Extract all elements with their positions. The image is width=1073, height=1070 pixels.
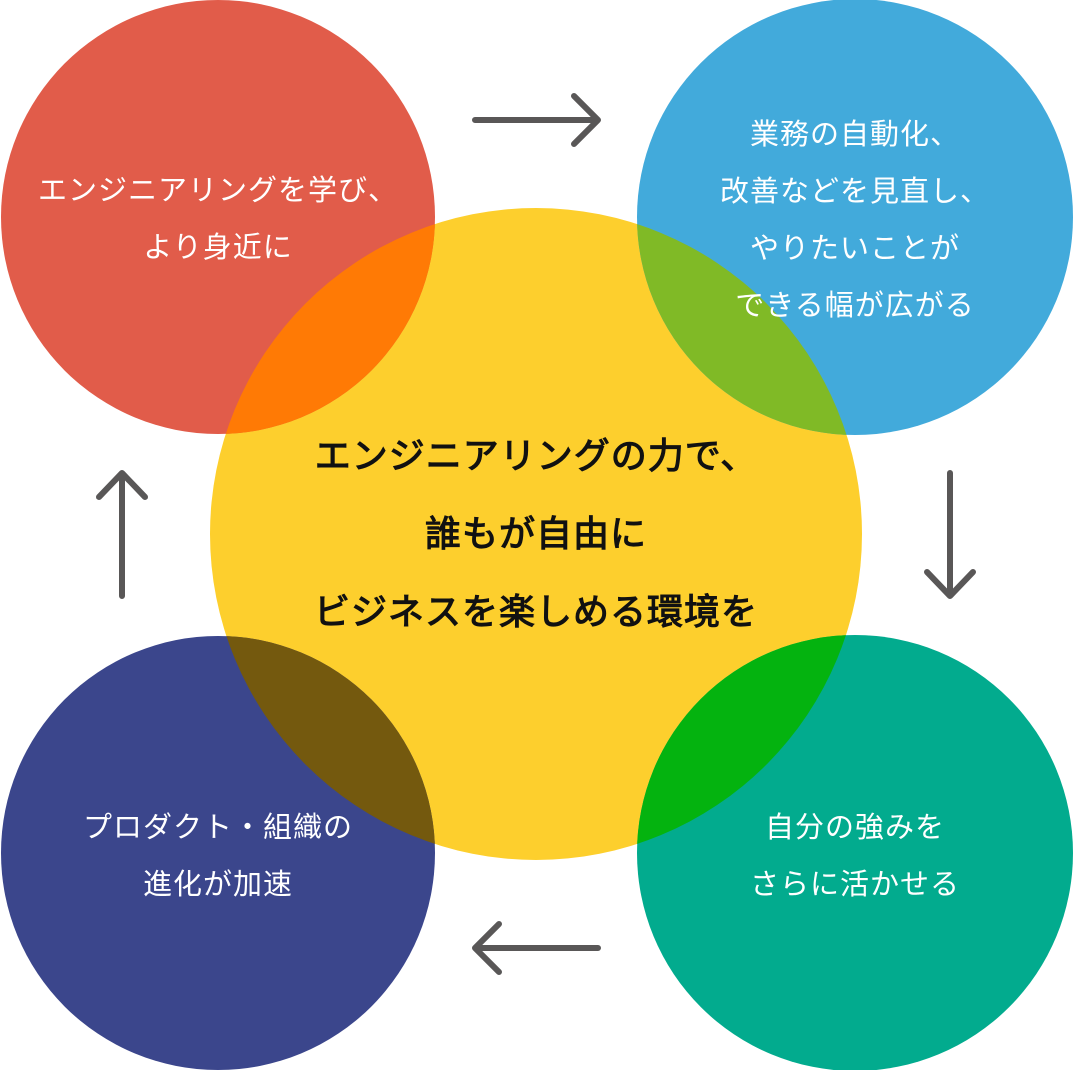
- node-label-top-right: 業務の自動化、 改善などを見直し、 やりたいことが できる幅が広がる: [719, 117, 990, 322]
- center-label: エンジニアリングの力で、 誰もが自由に ビジネスを楽しめる環境を: [313, 436, 758, 633]
- node-label-bottom-right: 自分の強みを さらに活かせる: [749, 810, 960, 901]
- arrow-up-icon: [96, 470, 148, 599]
- node-label-top-left: エンジニアリングを学び、 より身近に: [37, 173, 398, 264]
- center-circle: [210, 208, 862, 860]
- arrow-right-icon: [472, 93, 601, 147]
- arrow-left-icon: [472, 921, 601, 975]
- arrow-down-icon: [924, 470, 976, 599]
- node-label-bottom-left: プロダクト・組織の 進化が加速: [82, 810, 353, 901]
